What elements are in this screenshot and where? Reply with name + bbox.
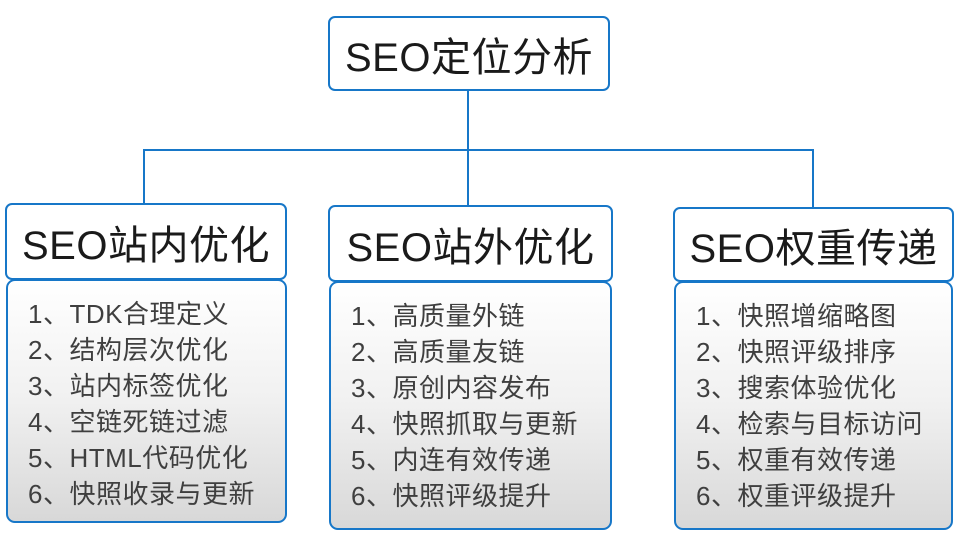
list-item: 6、快照收录与更新	[28, 479, 255, 509]
list-item: 2、快照评级排序	[696, 337, 897, 367]
list-item: 2、结构层次优化	[28, 335, 229, 365]
list-item: 2、高质量友链	[351, 337, 525, 367]
root-node-title: SEO定位分析	[345, 35, 593, 80]
list-item: 5、内连有效传递	[351, 445, 552, 475]
connector-root-stem	[467, 91, 469, 150]
column-body-onsite: 1、TDK合理定义 2、结构层次优化 3、站内标签优化 4、空链死链过滤 5、H…	[6, 279, 287, 523]
list-item: 6、权重评级提升	[696, 481, 897, 511]
list-item: 1、快照增缩略图	[696, 301, 897, 331]
column-header-onsite: SEO站内优化	[5, 203, 287, 280]
list-item: 5、HTML代码优化	[28, 443, 249, 473]
connector-horizontal	[143, 149, 814, 151]
list-item: 1、TDK合理定义	[28, 299, 229, 329]
connector-drop-left	[143, 149, 145, 205]
list-item: 4、检索与目标访问	[696, 409, 923, 439]
column-header-weight: SEO权重传递	[673, 207, 954, 282]
list-item: 3、原创内容发布	[351, 373, 552, 403]
list-item: 5、权重有效传递	[696, 445, 897, 475]
column-body-offsite: 1、高质量外链 2、高质量友链 3、原创内容发布 4、快照抓取与更新 5、内连有…	[329, 281, 612, 530]
connector-drop-right	[812, 149, 814, 209]
connector-drop-center	[467, 149, 469, 207]
column-header-offsite: SEO站外优化	[328, 205, 613, 282]
list-item: 6、快照评级提升	[351, 481, 552, 511]
column-header-weight-title: SEO权重传递	[689, 226, 938, 271]
column-header-onsite-title: SEO站内优化	[22, 223, 270, 268]
list-item: 3、站内标签优化	[28, 371, 229, 401]
root-node: SEO定位分析	[328, 16, 610, 91]
list-item: 4、快照抓取与更新	[351, 409, 578, 439]
column-header-offsite-title: SEO站外优化	[346, 225, 595, 270]
list-item: 3、搜索体验优化	[696, 373, 897, 403]
list-item: 1、高质量外链	[351, 301, 525, 331]
list-item: 4、空链死链过滤	[28, 407, 229, 437]
column-body-weight: 1、快照增缩略图 2、快照评级排序 3、搜索体验优化 4、检索与目标访问 5、权…	[674, 281, 953, 530]
